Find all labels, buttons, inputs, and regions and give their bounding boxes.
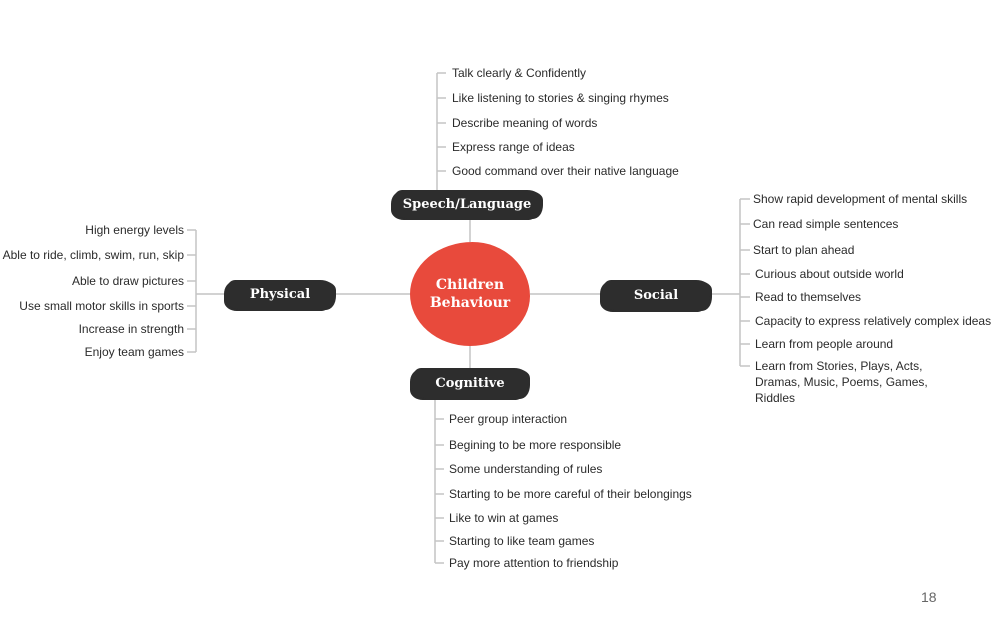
- social-item: Learn from people around: [755, 337, 894, 351]
- speech-item: Like listening to stories & singing rhym…: [452, 91, 669, 105]
- speech-item: Talk clearly & Confidently: [452, 66, 587, 80]
- speech-item: Good command over their native language: [452, 164, 679, 178]
- social-item: Can read simple sentences: [753, 217, 899, 231]
- physical-badge: Physical: [226, 280, 334, 309]
- physical-item: High energy levels: [85, 223, 184, 237]
- speech-item: Describe meaning of words: [452, 116, 598, 130]
- physical-item: Able to ride, climb, swim, run, skip: [2, 248, 184, 262]
- social-item: Curious about outside world: [755, 267, 904, 281]
- physical-item: Able to draw pictures: [71, 274, 184, 288]
- social-item: Show rapid development of mental skills: [753, 192, 968, 206]
- cognitive-item: Starting to like team games: [449, 534, 595, 548]
- page-number: 18: [921, 589, 937, 605]
- cognitive-item: Starting to be more careful of their bel…: [449, 487, 692, 501]
- speech-item: Express range of ideas: [452, 140, 575, 154]
- cognitive-badge: Cognitive: [412, 368, 528, 398]
- physical-item: Use small motor skills in sports: [19, 299, 184, 313]
- center-node: Children Behaviour: [410, 242, 530, 346]
- cognitive-item: Peer group interaction: [449, 412, 568, 426]
- cognitive-item: Some understanding of rules: [449, 462, 603, 476]
- social-item: Learn from Stories, Plays, Acts, Dramas,…: [755, 359, 928, 405]
- center-label-line-2: Behaviour: [429, 295, 511, 311]
- cognitive-item: Like to win at games: [449, 511, 559, 525]
- physical-item: Increase in strength: [78, 322, 184, 336]
- cognitive-item: Pay more attention to friendship: [449, 556, 619, 570]
- speech-language-badge: Speech/Language: [393, 190, 541, 218]
- social-badge: Social: [602, 280, 710, 310]
- social-item: Read to themselves: [755, 290, 862, 304]
- social-item: Capacity to express relatively complex i…: [755, 314, 992, 328]
- cognitive-item: Begining to be more responsible: [449, 438, 622, 452]
- physical-item: Enjoy team games: [84, 345, 184, 359]
- social-item: Start to plan ahead: [753, 243, 855, 257]
- center-label-line-1: Children: [435, 277, 505, 293]
